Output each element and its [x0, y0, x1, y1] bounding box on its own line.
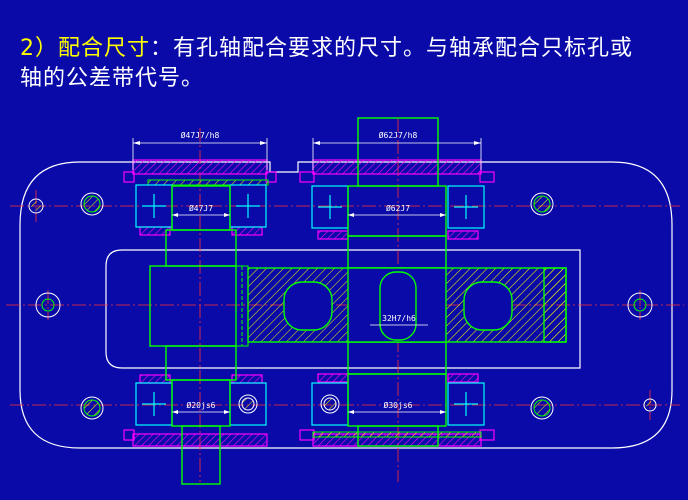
bearing-balls — [238, 394, 340, 414]
bolt-holes — [28, 192, 657, 420]
output-shaft — [347, 117, 447, 447]
heading-highlight: 2）配合尺寸 — [20, 36, 150, 61]
pinion-teeth — [236, 265, 249, 347]
dimension-arrows — [133, 141, 481, 414]
output-gear — [247, 235, 567, 375]
heading-line-2: 轴的公差带代号。 — [20, 66, 205, 91]
dimension-lines — [132, 138, 482, 413]
dim-top-right: Ø62J7/h8 — [379, 130, 418, 140]
bolt-hole — [530, 396, 554, 420]
dim-inner-left: Ø47J7 — [189, 203, 213, 213]
heading-line-1: 2）配合尺寸：有孔轴配合要求的尺寸。与轴承配合只标孔或 — [20, 34, 633, 64]
bolt-hole — [35, 292, 61, 318]
dim-top-left: Ø47J7/h8 — [181, 130, 220, 140]
dim-bottom-right: Ø30js6 — [384, 400, 413, 410]
bolt-hole — [530, 192, 554, 216]
housing-outline — [19, 161, 673, 449]
bolt-hole — [80, 396, 104, 420]
input-shaft — [149, 185, 237, 485]
dim-inner-right: Ø62J7 — [386, 203, 410, 213]
felt-strip — [312, 431, 482, 438]
felt-strip — [147, 179, 269, 186]
dim-bottom-left: Ø20js6 — [187, 400, 216, 410]
bolt-hole — [80, 192, 104, 216]
bolt-hole — [28, 198, 44, 214]
heading-line-1-text: ：有孔轴配合要求的尺寸。与轴承配合只标孔或 — [150, 36, 634, 61]
dim-gear-bore: 32H7/h6 — [382, 314, 416, 323]
bolt-hole — [627, 292, 653, 318]
bolt-hole — [643, 398, 657, 412]
dimension-labels: Ø47J7/h8 Ø62J7/h8 Ø47J7 Ø62J7 32H7/h6 Ø2… — [181, 130, 418, 410]
slide-heading: 2）配合尺寸：有孔轴配合要求的尺寸。与轴承配合只标孔或 轴的公差带代号。 — [20, 34, 633, 94]
